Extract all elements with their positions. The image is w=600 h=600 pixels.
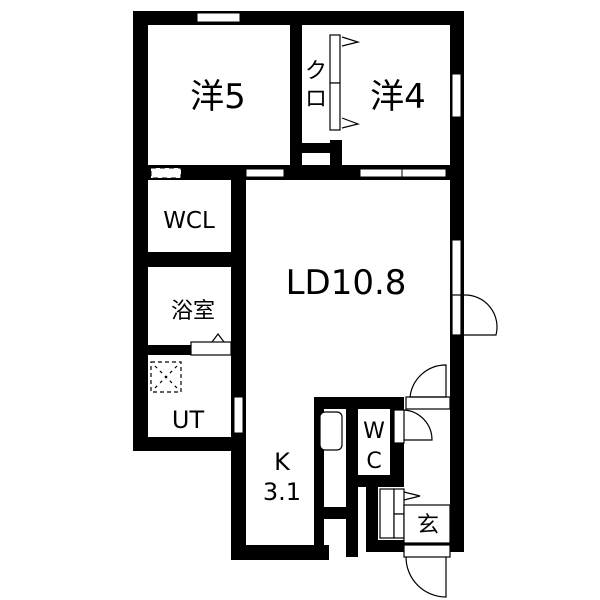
room-label-kitchen-1: K [274, 448, 291, 476]
room-label-closet-2: ロ [305, 87, 327, 112]
rooms [148, 25, 450, 545]
room-label-entrance: 玄 [417, 513, 439, 538]
room-label-kitchen-2: 3.1 [263, 478, 301, 506]
windows [150, 12, 462, 434]
room-labels: 洋5 ク ロ 洋4 WCL LD10.8 浴室 UT K 3.1 W C 玄 [163, 59, 439, 538]
room-label-western5: 洋5 [190, 77, 246, 117]
room-label-bath: 浴室 [171, 299, 215, 324]
room-label-wcl: WCL [163, 208, 215, 234]
room-label-wc-2: C [366, 449, 381, 474]
room-label-wc-1: W [363, 419, 385, 444]
room-label-western4: 洋4 [370, 77, 426, 117]
room-label-closet-1: ク [305, 59, 327, 84]
fixtures [150, 34, 498, 598]
room-label-ut: UT [172, 406, 205, 434]
room-label-ld: LD10.8 [286, 263, 407, 303]
